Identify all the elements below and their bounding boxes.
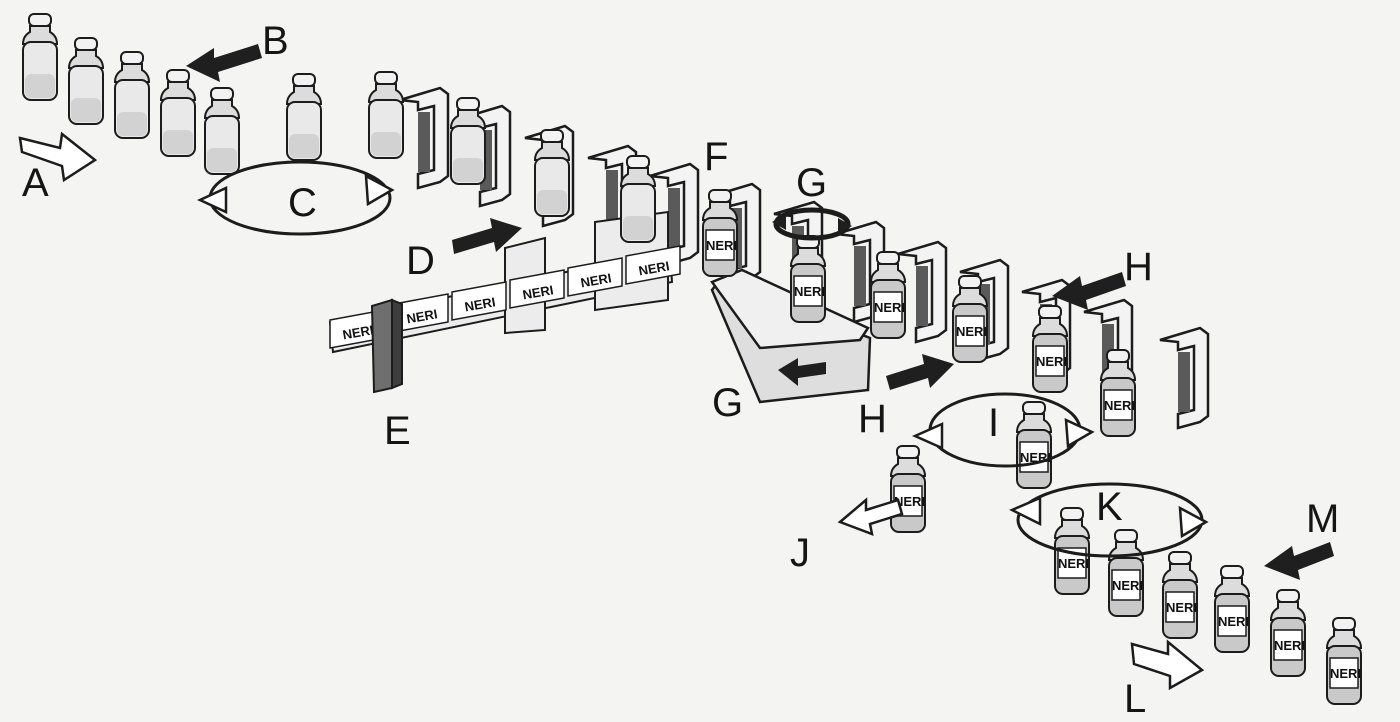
callout-g-lower: G	[712, 381, 743, 425]
hopper-direction-arrow	[778, 358, 826, 386]
rotation-indicator-c	[197, 160, 395, 236]
bottle-label-text: NERI	[1218, 614, 1249, 629]
bottle-label-text: NERI	[1274, 638, 1305, 653]
bottle-label-text: NERI	[794, 284, 825, 299]
unlabeled-bottle	[367, 71, 405, 159]
pointer-arrow-m	[1264, 542, 1334, 580]
unlabeled-bottle	[533, 129, 571, 217]
callout-d: D	[406, 239, 435, 283]
strip-label: NERI	[625, 245, 681, 285]
label-cutter-blade	[370, 298, 403, 394]
label-stack: NERI NERI NERI NERI NERI NERI	[329, 245, 681, 349]
callout-b: B	[262, 19, 289, 63]
bottle-label-text: NERI	[1104, 398, 1135, 413]
label-pointer-arrow-d	[452, 218, 522, 254]
bottle-label-text: NERI	[706, 238, 737, 253]
callout-m: M	[1306, 497, 1339, 541]
callout-i: I	[988, 401, 999, 445]
unlabeled-bottle	[619, 155, 657, 243]
infeed-arrow-a	[18, 131, 98, 183]
strip-label: NERI	[451, 281, 507, 321]
labeled-bottle: NERI	[1015, 401, 1053, 489]
callout-l: L	[1124, 677, 1146, 721]
callout-h-lower: H	[858, 397, 887, 441]
unlabeled-bottle	[449, 97, 487, 185]
bottle-stream: NERINERINERINERINERINERINERINERINERINERI…	[21, 13, 1363, 705]
strip-label: NERI	[567, 257, 623, 297]
unlabeled-bottle	[285, 73, 323, 161]
strip-label: NERI	[509, 269, 565, 309]
pointer-arrow-h-lower	[886, 354, 954, 390]
callout-e: E	[384, 409, 411, 453]
unlabeled-bottle	[21, 13, 59, 101]
rotation-indicator-i	[911, 392, 1095, 468]
star-wheel-pocket	[897, 240, 948, 344]
labeled-bottle: NERI	[951, 275, 989, 363]
bottle-label-text: NERI	[1112, 578, 1143, 593]
unlabeled-bottle	[203, 87, 241, 175]
labeled-bottle: NERI	[869, 251, 907, 339]
strip-label-text: NERI	[637, 258, 670, 278]
bottle-label-text: NERI	[894, 494, 925, 509]
star-wheel-pocket	[1159, 326, 1210, 430]
strip-label-text: NERI	[405, 306, 438, 326]
callout-h-upper: H	[1124, 245, 1153, 289]
callout-a: A	[22, 161, 49, 205]
bottle-label-text: NERI	[1036, 354, 1067, 369]
reject-arrow-j	[837, 497, 904, 536]
rotation-indicator-g	[772, 207, 852, 241]
labeled-bottle: NERI	[701, 189, 739, 277]
labeled-bottle: NERI	[1031, 305, 1069, 393]
bottle-label-text: NERI	[874, 300, 905, 315]
strip-label-text: NERI	[463, 294, 496, 314]
strip-label-text: NERI	[579, 270, 612, 290]
labeled-bottle: NERI	[1107, 529, 1145, 617]
callout-j: J	[790, 531, 810, 575]
rotation-indicator-k	[1009, 482, 1209, 558]
labeled-bottle: NERI	[1099, 349, 1137, 437]
bottle-label-text: NERI	[1058, 556, 1089, 571]
callout-f: F	[704, 135, 728, 179]
labeled-bottle: NERI	[1269, 589, 1307, 677]
labeled-bottle: NERI	[789, 235, 827, 323]
strip-label-text: NERI	[341, 322, 374, 342]
callout-g-upper: G	[796, 161, 827, 205]
outfeed-arrow-l	[1130, 639, 1205, 691]
labeled-bottle: NERI	[1213, 565, 1251, 653]
strip-label: NERI	[329, 309, 385, 349]
labeled-bottle: NERI	[889, 445, 927, 533]
strip-label-text: NERI	[521, 282, 554, 302]
pointer-arrow-h-upper	[1052, 272, 1126, 310]
bottle-label-text: NERI	[1166, 600, 1197, 615]
unlabeled-bottle	[159, 69, 197, 157]
unlabeled-bottle	[67, 37, 105, 125]
callout-k: K	[1096, 485, 1123, 529]
unlabeled-bottle	[113, 51, 151, 139]
bottle-pointer-arrow-b	[186, 44, 262, 82]
bottle-label-text: NERI	[1330, 666, 1361, 681]
bottle-label-text: NERI	[956, 324, 987, 339]
labeled-bottle: NERI	[1161, 551, 1199, 639]
labeled-bottle: NERI	[1325, 617, 1363, 705]
star-wheel-pocket	[399, 86, 450, 190]
callout-c: C	[288, 181, 317, 225]
